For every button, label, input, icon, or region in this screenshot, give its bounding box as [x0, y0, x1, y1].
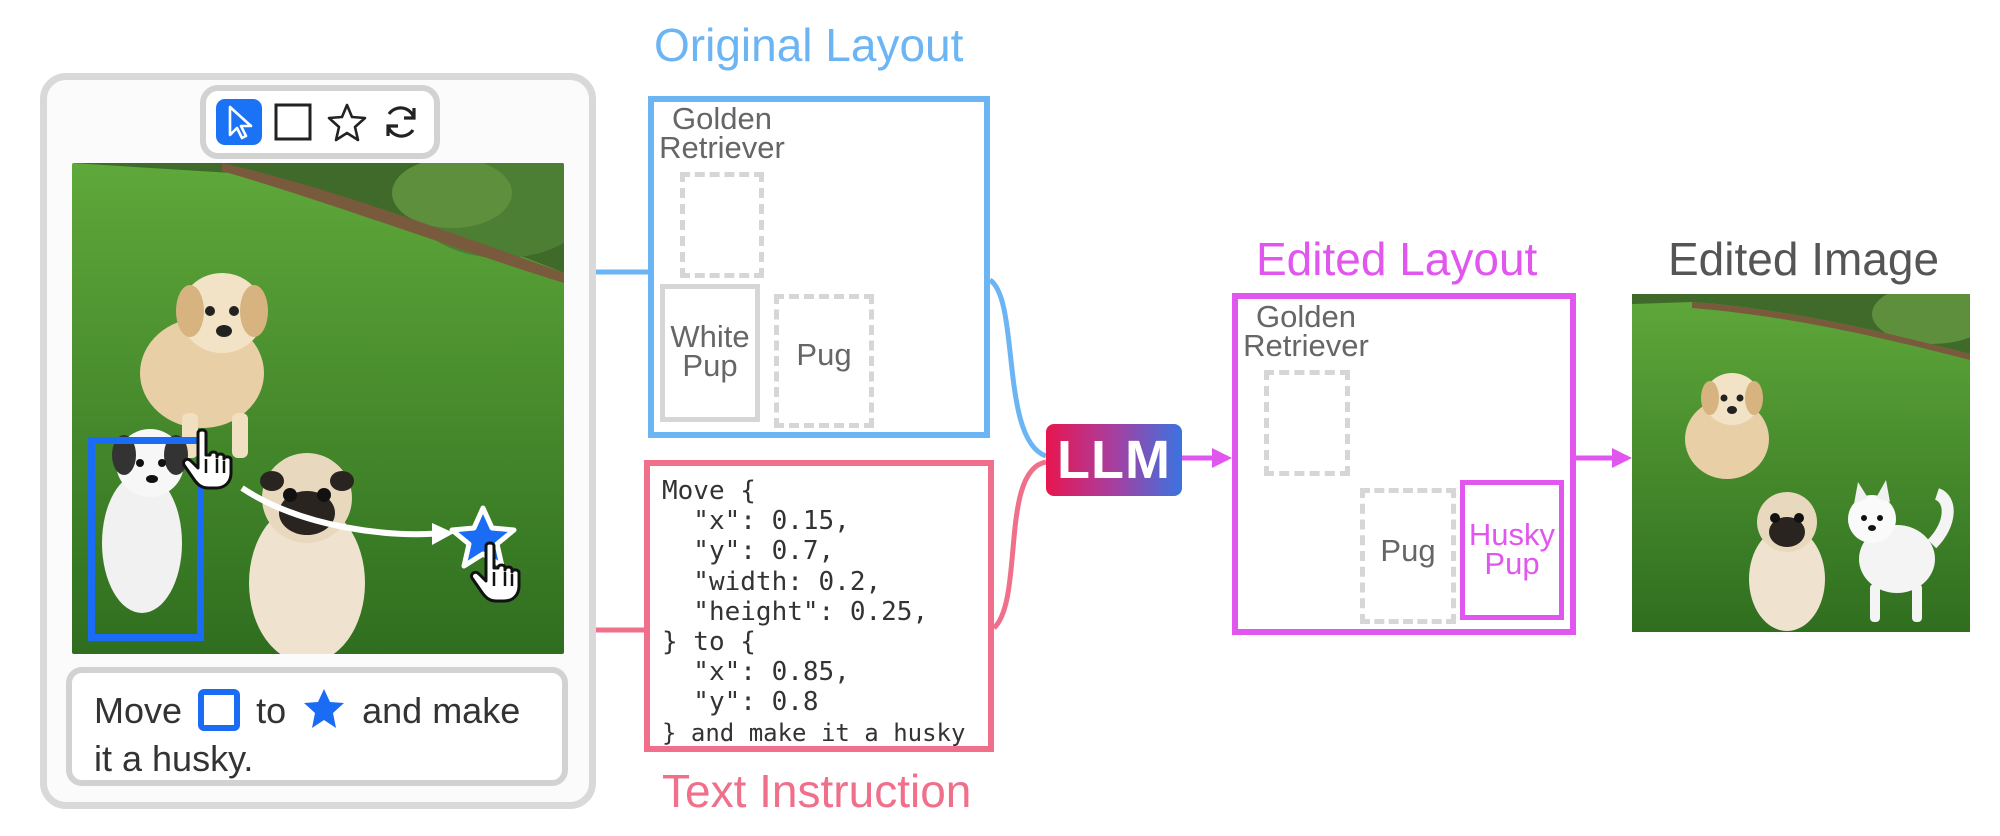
- edited-layout-title: Edited Layout: [1256, 233, 1538, 285]
- text-instruction-box: Move { "x": 0.15, "y": 0.7, "width: 0.2,…: [644, 460, 994, 752]
- square-icon: [198, 689, 241, 731]
- tool-bar: [200, 85, 440, 159]
- selection-box-white-pup[interactable]: [88, 437, 204, 641]
- instruction-text-rest: and make it a husky.: [94, 690, 521, 779]
- bbox-pug: [1360, 488, 1456, 624]
- rectangle-tool-button[interactable]: [270, 99, 316, 145]
- text-instruction-title: Text Instruction: [662, 765, 972, 817]
- input-image[interactable]: [72, 163, 564, 654]
- star-target-marker[interactable]: [448, 504, 518, 574]
- edited-dogs-illustration: [1632, 294, 1970, 632]
- code-line: "y": 0.7,: [662, 536, 835, 567]
- code-line: "x": 0.15,: [662, 506, 850, 537]
- bbox-white-pup: [660, 284, 760, 422]
- layout-label-golden-retriever: Golden Retriever: [1243, 299, 1369, 363]
- refresh-icon: [386, 106, 416, 138]
- connector-text-to-llm: [992, 459, 1047, 630]
- cursor-icon: [228, 105, 253, 140]
- star-icon: [449, 505, 517, 569]
- layout-label-husky-pup: Husky Pup: [1468, 517, 1556, 581]
- refresh-tool-button[interactable]: [378, 99, 424, 145]
- edited-image-title: Edited Image: [1668, 233, 1940, 285]
- dogs-on-lawn-illustration: [72, 163, 564, 654]
- layout-label-pug: Pug: [1380, 533, 1436, 568]
- bbox-golden-retriever: [680, 172, 764, 278]
- edited-layout-box: [1232, 293, 1576, 635]
- layout-label-golden-retriever: Golden Retriever: [659, 101, 785, 165]
- instruction-text-to: to: [256, 690, 287, 731]
- star-icon: [304, 689, 345, 728]
- star-icon: [327, 103, 367, 142]
- star-tool-button[interactable]: [324, 99, 370, 145]
- bbox-husky-pup: [1460, 480, 1564, 620]
- bbox-golden-retriever: [1264, 370, 1350, 476]
- connector-layout-to-llm: [988, 277, 1048, 459]
- code-line: "y": 0.8: [662, 687, 819, 718]
- original-layout-title: Original Layout: [654, 19, 964, 71]
- hand-pointer-icon: [176, 427, 240, 491]
- layout-label-pug: Pug: [796, 337, 852, 372]
- cursor-tool-button[interactable]: [216, 99, 262, 145]
- hand-pointer-icon: [464, 540, 528, 604]
- code-line: } and make it a husky: [662, 718, 966, 747]
- instruction-input[interactable]: Move to and make it a husky.: [66, 667, 568, 786]
- bbox-pug: [774, 294, 874, 428]
- code-line: "height": 0.25,: [662, 596, 929, 627]
- code-line: Move {: [662, 476, 756, 506]
- llm-block: LLM: [1046, 424, 1182, 496]
- original-layout-box: [648, 96, 990, 438]
- edited-image: [1632, 294, 1970, 632]
- instruction-text-move: Move: [94, 690, 183, 731]
- code-line: "x": 0.85,: [662, 657, 850, 688]
- rectangle-icon: [274, 103, 312, 141]
- layout-label-white-pup: White Pup: [670, 319, 750, 383]
- code-line: "width: 0.2,: [662, 566, 882, 597]
- code-line: } to {: [662, 627, 756, 658]
